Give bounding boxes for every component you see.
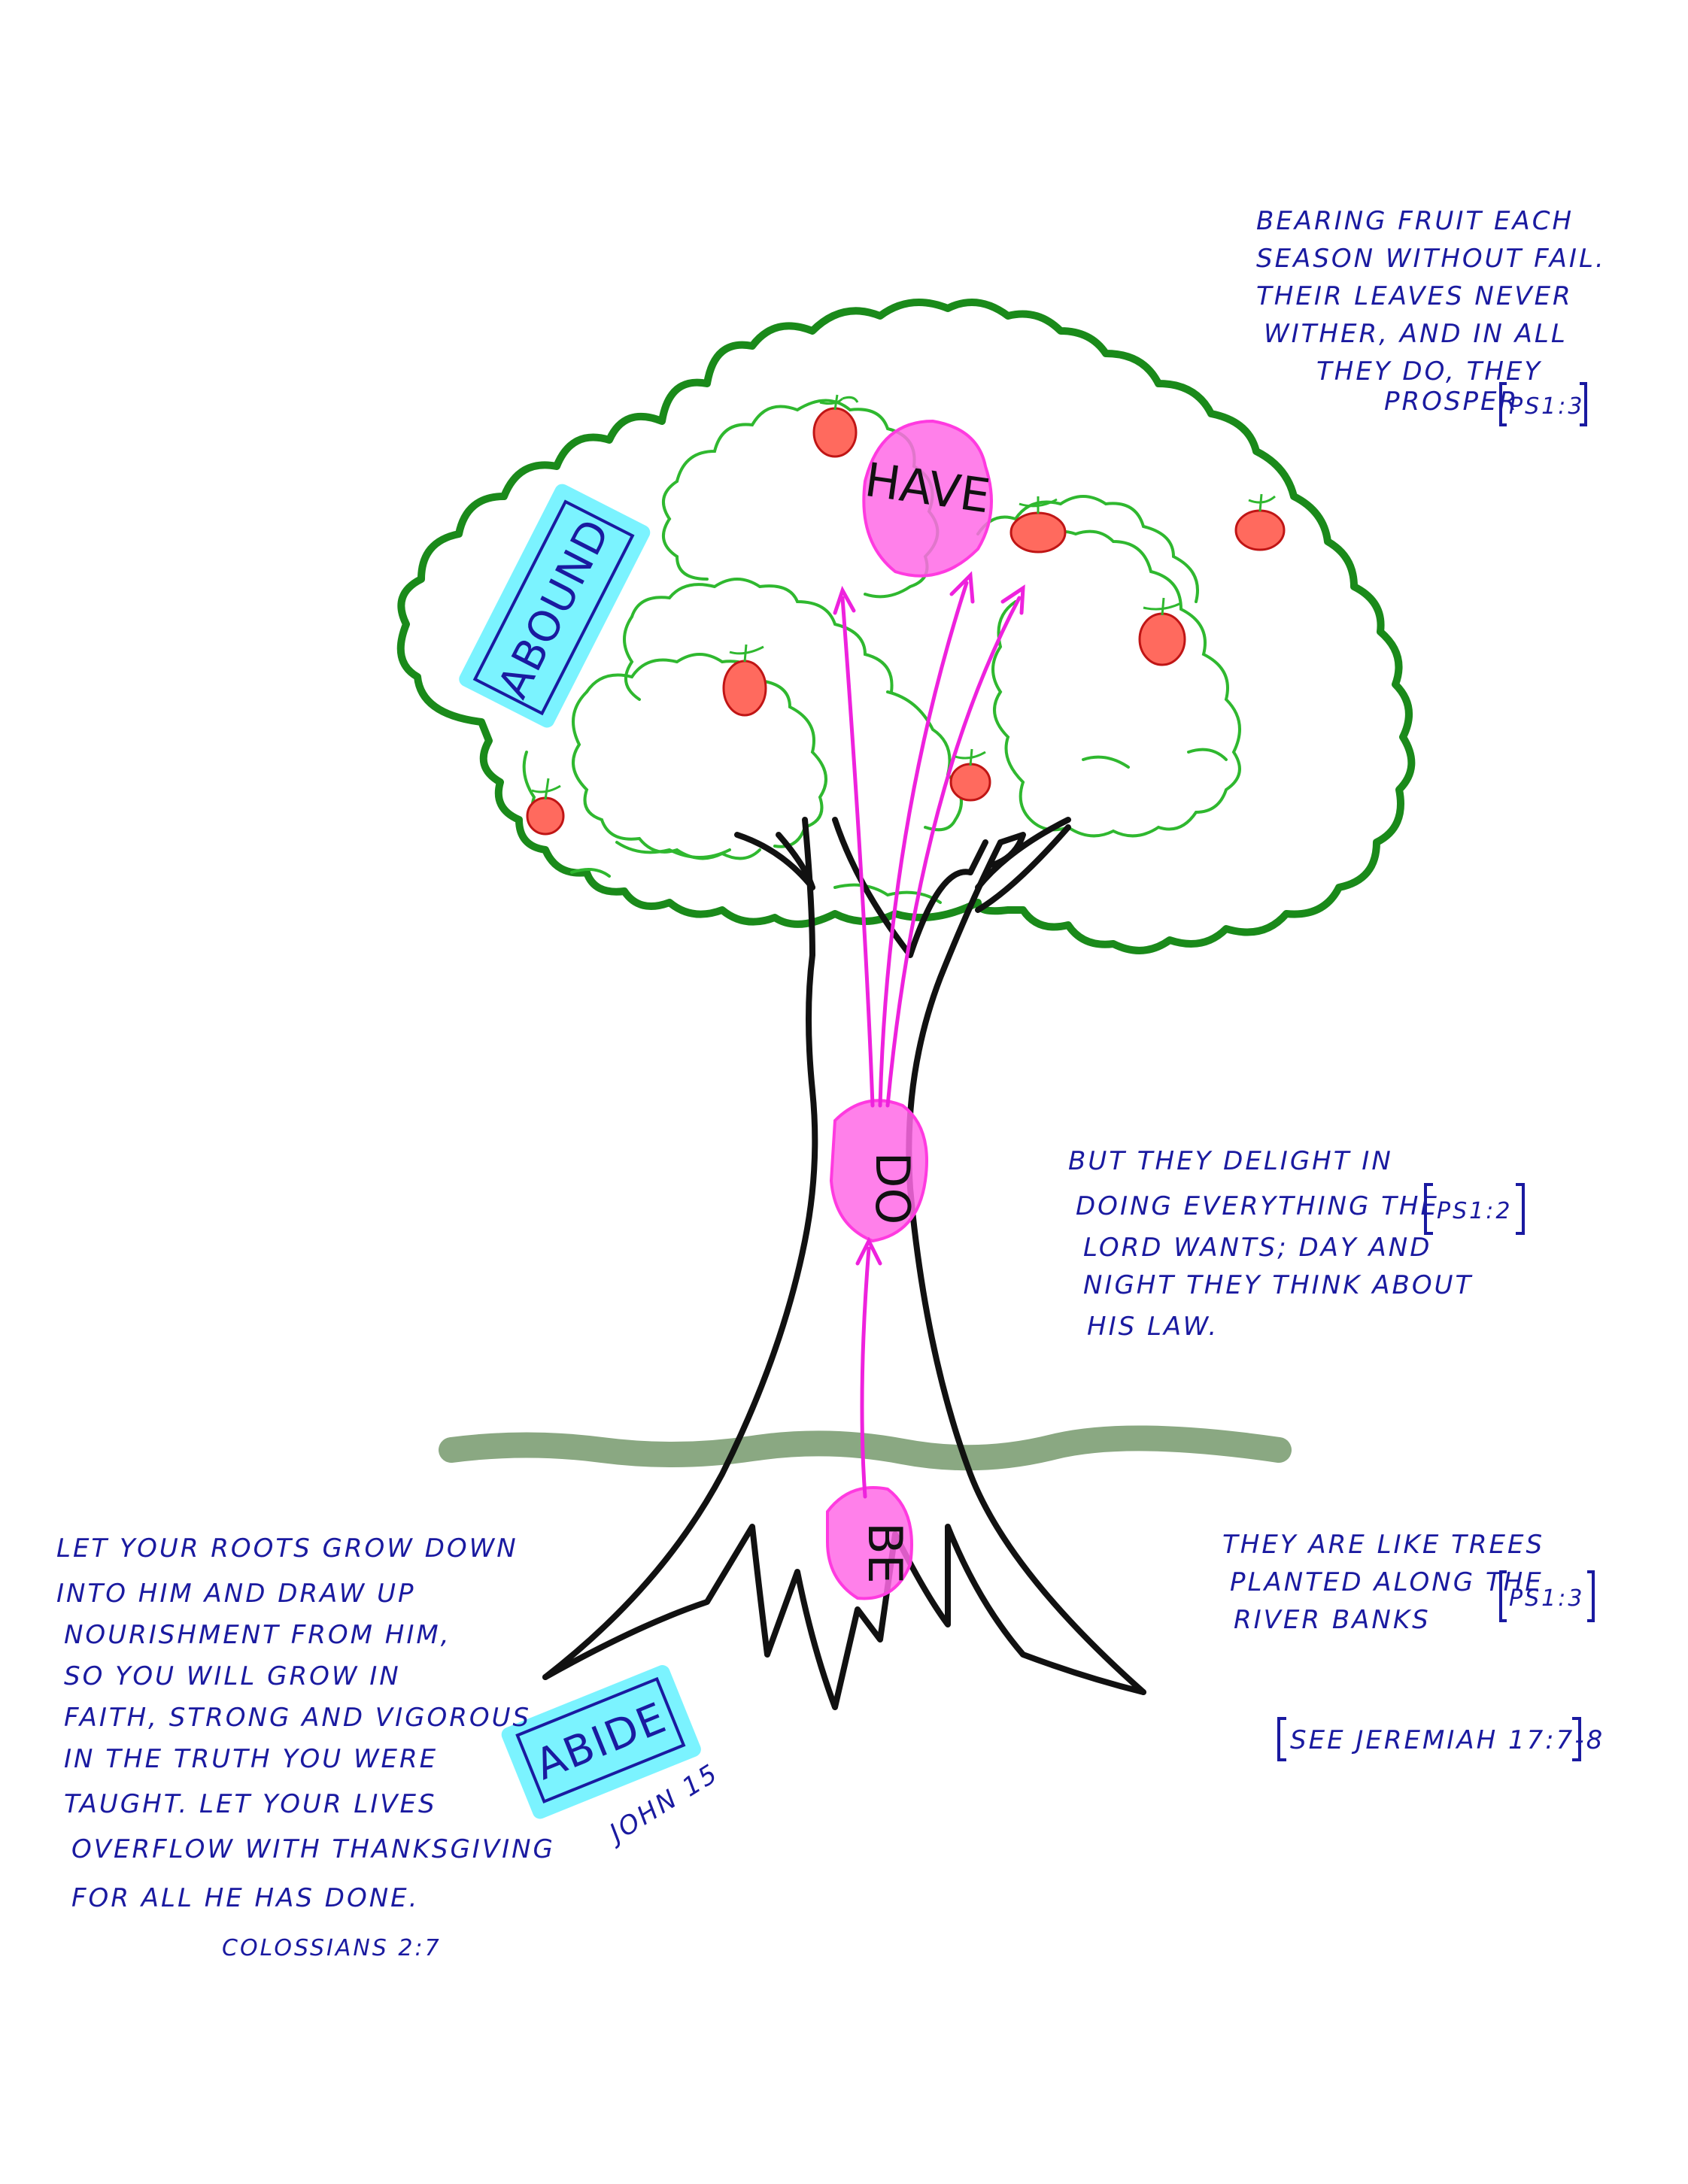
svg-text:LET YOUR ROOTS GROW DOWN: LET YOUR ROOTS GROW DOWN [56,1533,518,1564]
be-label: BE [858,1522,912,1584]
svg-text:THEY ARE LIKE TREES: THEY ARE LIKE TREES [1222,1530,1544,1560]
fruit [526,778,565,836]
svg-text:LORD WANTS; DAY AND: LORD WANTS; DAY AND [1083,1233,1431,1263]
svg-text:SEE JEREMIAH 17:7-8: SEE JEREMIAH 17:7-8 [1290,1725,1605,1755]
note-see-jeremiah: SEE JEREMIAH 17:7-8 [1277,1717,1605,1761]
svg-text:BUT THEY DELIGHT IN: BUT THEY DELIGHT IN [1068,1146,1393,1176]
have-highlight [862,419,993,578]
svg-text:THEY DO, THEY: THEY DO, THEY [1316,356,1542,387]
ground-strip [439,1425,1292,1471]
svg-text:FAITH, STRONG AND VIGOROUS: FAITH, STRONG AND VIGOROUS [64,1703,531,1733]
ref-bottom-right: PS1:3 [1509,1585,1584,1612]
note-top-right: BEARING FRUIT EACH SEASON WITHOUT FAIL. … [1256,206,1606,426]
do-label: DO [865,1152,920,1225]
ref-middle-right: PS1:2 [1437,1198,1512,1224]
be-highlight [826,1486,913,1600]
svg-text:NIGHT THEY THINK ABOUT: NIGHT THEY THINK ABOUT [1083,1270,1473,1300]
svg-text:SEASON WITHOUT FAIL.: SEASON WITHOUT FAIL. [1256,244,1606,274]
fruit [722,644,767,717]
svg-text:INTO HIM AND DRAW UP: INTO HIM AND DRAW UP [56,1579,416,1609]
arrow-do-to-have-3 [885,596,1022,1108]
fruit [1009,496,1067,554]
arrow-be-to-do [860,1246,871,1499]
note-bottom-left: LET YOUR ROOTS GROW DOWN INTO HIM AND DR… [56,1533,555,1961]
note-middle-right: BUT THEY DELIGHT IN DOING EVERYTHING THE… [1068,1146,1525,1342]
svg-text:HIS LAW.: HIS LAW. [1087,1312,1219,1342]
svg-text:WITHER, AND IN ALL: WITHER, AND IN ALL [1264,319,1568,349]
fruits [526,394,1286,836]
svg-text:BEARING FRUIT EACH: BEARING FRUIT EACH [1256,206,1574,236]
fruit [1234,493,1286,551]
svg-text:IN THE TRUTH YOU WERE: IN THE TRUTH YOU WERE [64,1744,438,1774]
svg-text:PROSPER: PROSPER [1384,387,1519,417]
fruit [812,394,859,458]
svg-text:OVERFLOW WITH THANKSGIVING: OVERFLOW WITH THANKSGIVING [71,1834,555,1864]
abide-box: ABIDE [501,1665,701,1819]
do-highlight [829,1099,928,1243]
arrow-do-to-have-1 [840,596,875,1108]
svg-text:NOURISHMENT FROM HIM,: NOURISHMENT FROM HIM, [64,1620,451,1650]
svg-text:RIVER BANKS: RIVER BANKS [1234,1605,1431,1635]
svg-text:SO YOU WILL GROW IN: SO YOU WILL GROW IN [64,1661,401,1691]
arrows [833,571,1025,1499]
trunk [542,817,1146,1710]
fruit [949,748,991,802]
svg-text:PLANTED ALONG THE: PLANTED ALONG THE [1230,1567,1544,1597]
svg-text:THEIR LEAVES NEVER: THEIR LEAVES NEVER [1256,281,1573,311]
canopy [396,299,1416,954]
inner-foliage [522,399,1241,904]
ref-bottom-left: COLOSSIANS 2:7 [222,1935,442,1961]
ref-top-right: PS1:3 [1509,393,1584,420]
highlights [826,419,993,1600]
arrow-do-to-have-2 [878,581,969,1108]
svg-text:TAUGHT. LET YOUR LIVES: TAUGHT. LET YOUR LIVES [64,1789,437,1819]
abound-box: ABOUND [459,484,651,728]
svg-text:FOR ALL HE HAS DONE.: FOR ALL HE HAS DONE. [71,1883,419,1913]
fruit [1138,597,1186,666]
note-bottom-right: THEY ARE LIKE TREES PLANTED ALONG THE RI… [1222,1530,1595,1635]
svg-text:DOING EVERYTHING THE: DOING EVERYTHING THE [1076,1191,1439,1221]
